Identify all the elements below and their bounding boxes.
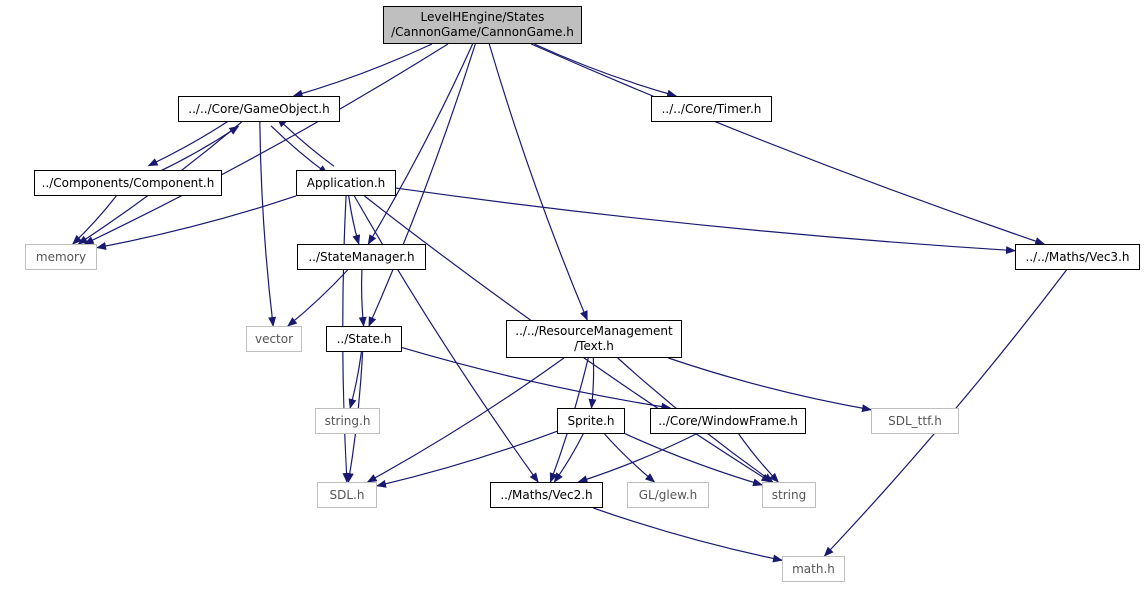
edge-state-to-windowframe xyxy=(401,346,672,411)
node-label: GL/glew.h xyxy=(638,487,698,502)
node-sdl: SDL.h xyxy=(317,482,377,508)
edge-text-to-sdl xyxy=(366,357,565,483)
edge-root-to-statemanager xyxy=(367,43,474,245)
node-label: math.h xyxy=(792,561,835,576)
edge-windowframe-to-string xyxy=(738,433,779,483)
edge-root-to-gameobject xyxy=(292,43,433,98)
edge-application-to-vec3 xyxy=(395,187,1016,255)
edge-windowframe-to-vec2 xyxy=(577,433,697,484)
edge-application-to-gameobject xyxy=(276,117,335,167)
node-stringh: string.h xyxy=(315,408,380,434)
edge-root-to-timer xyxy=(534,43,678,98)
node-label: ../State.h xyxy=(336,331,392,346)
edge-component-to-memory xyxy=(72,195,117,245)
node-application[interactable]: Application.h xyxy=(296,170,396,196)
node-component[interactable]: ../Components/Component.h xyxy=(34,170,222,196)
edge-state-to-stringh xyxy=(348,351,362,409)
edge-root-to-vec3 xyxy=(530,43,1046,245)
node-gameobject[interactable]: ../../Core/GameObject.h xyxy=(178,96,340,122)
node-memory: memory xyxy=(25,244,97,270)
node-label: /Text.h xyxy=(574,339,614,353)
node-root: LevelHEngine/States/CannonGame/CannonGam… xyxy=(383,6,582,44)
node-label: Application.h xyxy=(306,175,386,190)
node-vec3[interactable]: ../../Maths/Vec3.h xyxy=(1015,244,1140,270)
edge-statemanager-to-state xyxy=(358,269,367,327)
edge-gameobject-to-vector xyxy=(259,121,277,327)
edge-gameobject-to-application xyxy=(270,125,329,175)
edge-vec2-to-math xyxy=(593,507,783,563)
edge-application-to-statemanager xyxy=(348,195,361,245)
edge-root-to-state xyxy=(368,43,476,327)
edge-root-to-text xyxy=(488,43,588,321)
node-label: ../../Core/GameObject.h xyxy=(188,101,330,116)
node-label: string xyxy=(771,487,807,502)
node-vector: vector xyxy=(246,326,302,352)
edge-statemanager-to-vector xyxy=(287,269,349,327)
edge-sprite-to-glew xyxy=(604,433,656,483)
node-windowframe[interactable]: ../Core/WindowFrame.h xyxy=(650,408,806,434)
edge-text-to-sdlttf xyxy=(668,357,872,413)
node-statemanager[interactable]: ../StateManager.h xyxy=(297,244,426,270)
node-label: ../Core/WindowFrame.h xyxy=(658,413,798,428)
node-timer[interactable]: ../../Core/Timer.h xyxy=(651,96,772,122)
edge-gameobject-to-component xyxy=(147,117,234,167)
node-label: Sprite.h xyxy=(567,413,615,428)
node-label: ../Maths/Vec2.h xyxy=(500,487,593,502)
node-glew: GL/glew.h xyxy=(627,482,709,508)
edge-root-to-memory xyxy=(83,43,449,245)
node-label: SDL_ttf.h xyxy=(888,413,942,428)
node-label: ../../Core/Timer.h xyxy=(661,101,762,116)
edge-sprite-to-vec2 xyxy=(553,433,584,483)
edge-application-to-memory xyxy=(96,195,297,250)
node-label: /CannonGame/CannonGame.h xyxy=(391,25,574,39)
node-label: ../Components/Component.h xyxy=(41,175,215,190)
edge-sprite-to-string xyxy=(624,433,763,487)
edge-sprite-to-sdl xyxy=(376,430,558,488)
node-math: math.h xyxy=(782,556,845,582)
node-label: string.h xyxy=(324,413,371,428)
node-label: ../../Maths/Vec3.h xyxy=(1025,249,1130,264)
node-text[interactable]: ../../ResourceManagement/Text.h xyxy=(506,320,682,358)
node-sdlttf: SDL_ttf.h xyxy=(871,408,959,434)
node-label: vector xyxy=(254,331,294,346)
node-label: LevelHEngine/States xyxy=(420,10,545,24)
node-label: ../StateManager.h xyxy=(308,249,415,264)
edge-application-to-vec2 xyxy=(353,195,539,483)
node-vec2[interactable]: ../Maths/Vec2.h xyxy=(490,482,603,508)
node-state[interactable]: ../State.h xyxy=(326,326,402,352)
node-string: string xyxy=(762,482,816,508)
edge-component-to-gameobject xyxy=(153,125,240,175)
edge-text-to-sprite xyxy=(588,357,597,409)
node-sprite[interactable]: Sprite.h xyxy=(557,408,625,434)
node-label: memory xyxy=(35,249,87,264)
node-label: ../../ResourceManagement xyxy=(515,324,673,338)
node-label: SDL.h xyxy=(329,487,365,502)
